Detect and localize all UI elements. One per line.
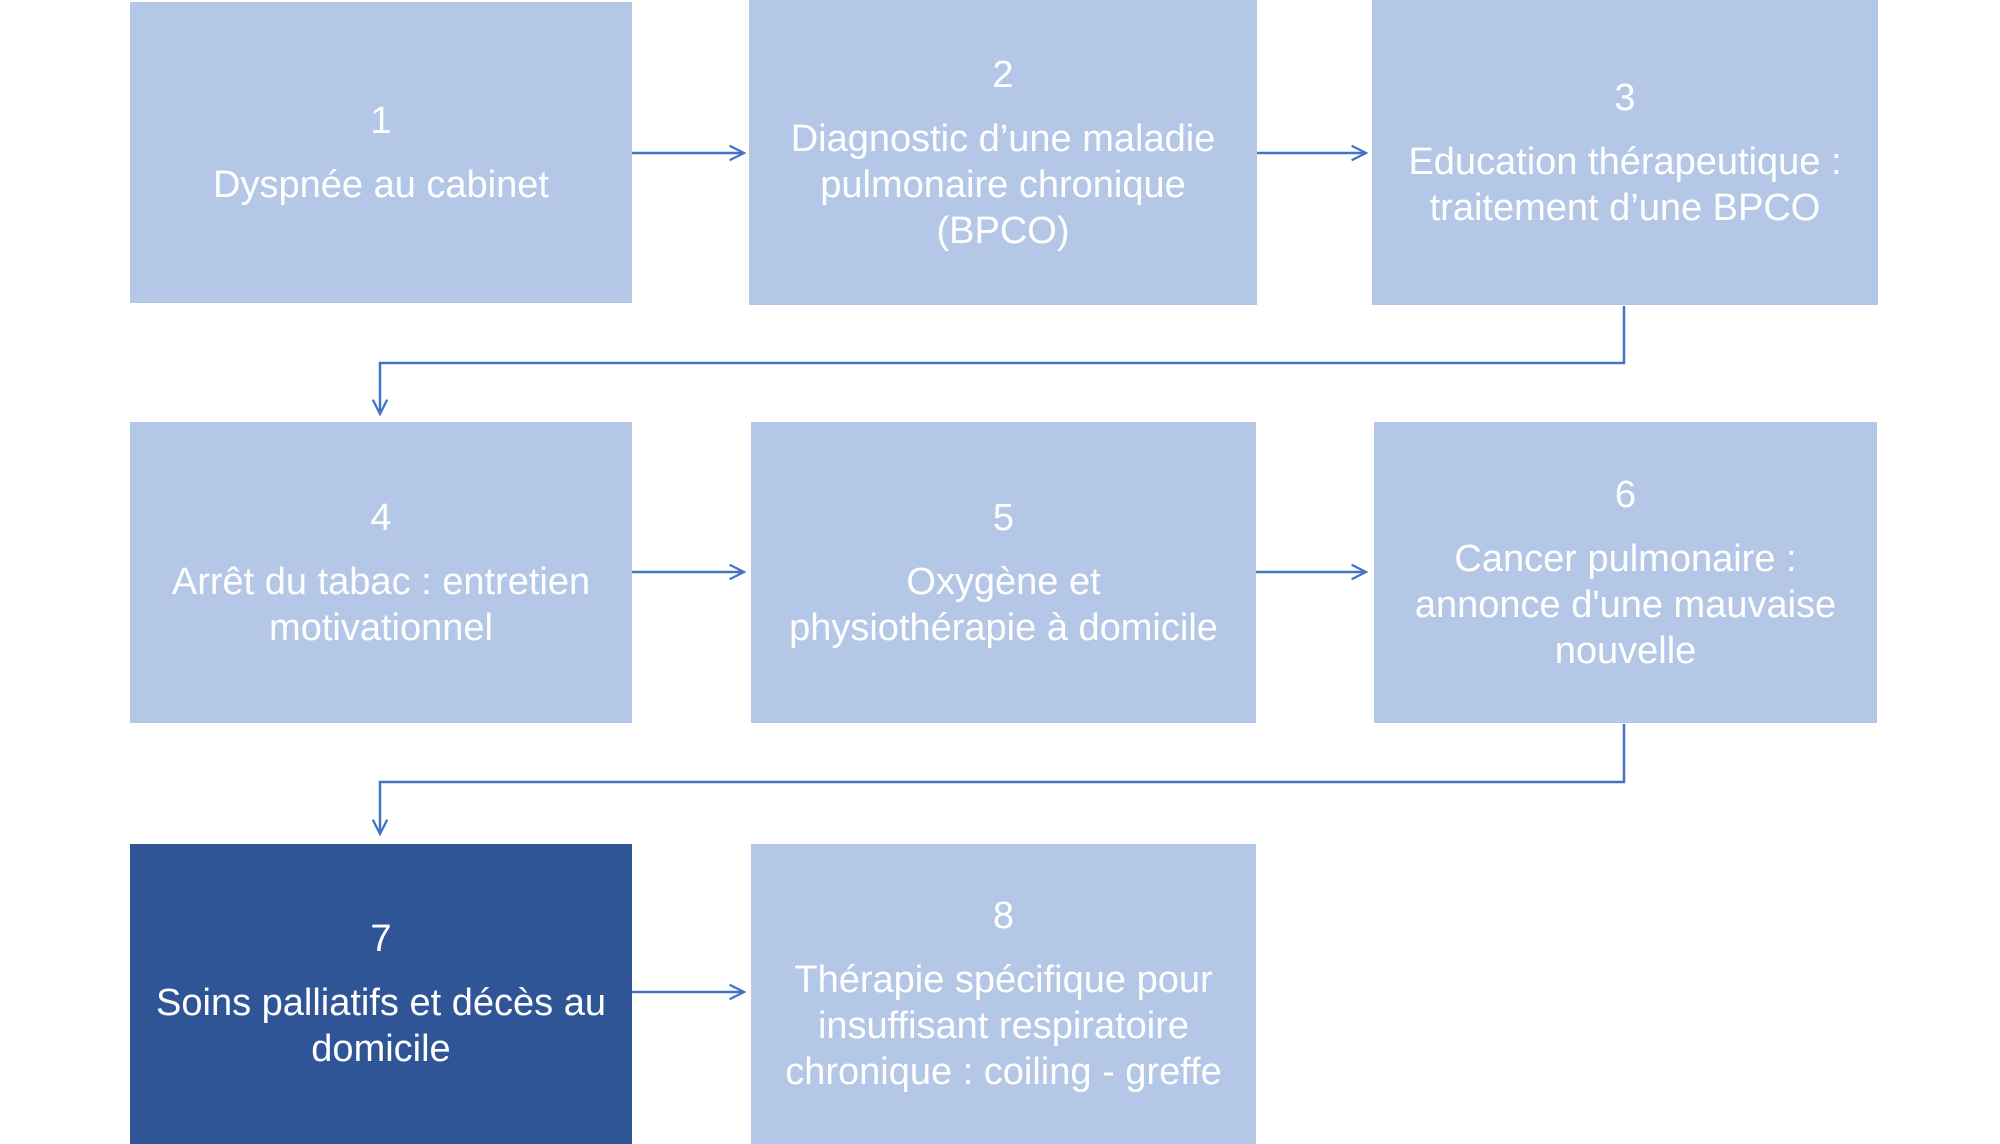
step-box-1: 1 Dyspnée au cabinet xyxy=(130,2,632,303)
step-label: Diagnostic d’une maladie pulmonaire chro… xyxy=(790,117,1216,252)
step-label: Education thérapeutique : traitement d’u… xyxy=(1408,140,1842,229)
step-box-7: 7 Soins palliatifs et décès au domicile xyxy=(130,844,632,1144)
step-box-2: 2 Diagnostic d’une maladie pulmonaire ch… xyxy=(749,0,1257,305)
step-number: 5 xyxy=(992,496,1015,539)
arrow-3-to-4 xyxy=(380,306,1626,414)
step-label: Soins palliatifs et décès au domicile xyxy=(156,982,606,1070)
step-number: 7 xyxy=(370,918,392,960)
step-box-8: 8 Thérapie spécifique pour insuffisant r… xyxy=(751,844,1256,1144)
step-number: 1 xyxy=(370,99,392,142)
step-label: Thérapie spécifique pour insuffisant res… xyxy=(785,959,1222,1093)
step-label: Oxygène et physiothérapie à domicile xyxy=(789,560,1218,649)
step-box-4: 4 Arrêt du tabac : entretien motivationn… xyxy=(130,422,632,723)
step-box-3: 3 Education thérapeutique : traitement d… xyxy=(1372,0,1878,305)
step-box-5: 5 Oxygène et physiothérapie à domicile xyxy=(751,422,1256,723)
step-number: 4 xyxy=(370,496,392,539)
arrow-6-to-7 xyxy=(380,724,1626,834)
step-label: Dyspnée au cabinet xyxy=(213,163,549,206)
step-label: Cancer pulmonaire : annonce d'une mauvai… xyxy=(1414,537,1837,672)
step-box-6: 6 Cancer pulmonaire : annonce d'une mauv… xyxy=(1374,422,1877,723)
step-number: 6 xyxy=(1614,473,1637,516)
step-number: 8 xyxy=(992,895,1015,937)
step-number: 3 xyxy=(1614,76,1636,119)
step-label: Arrêt du tabac : entretien motivationnel xyxy=(171,560,591,649)
step-number: 2 xyxy=(992,53,1014,96)
